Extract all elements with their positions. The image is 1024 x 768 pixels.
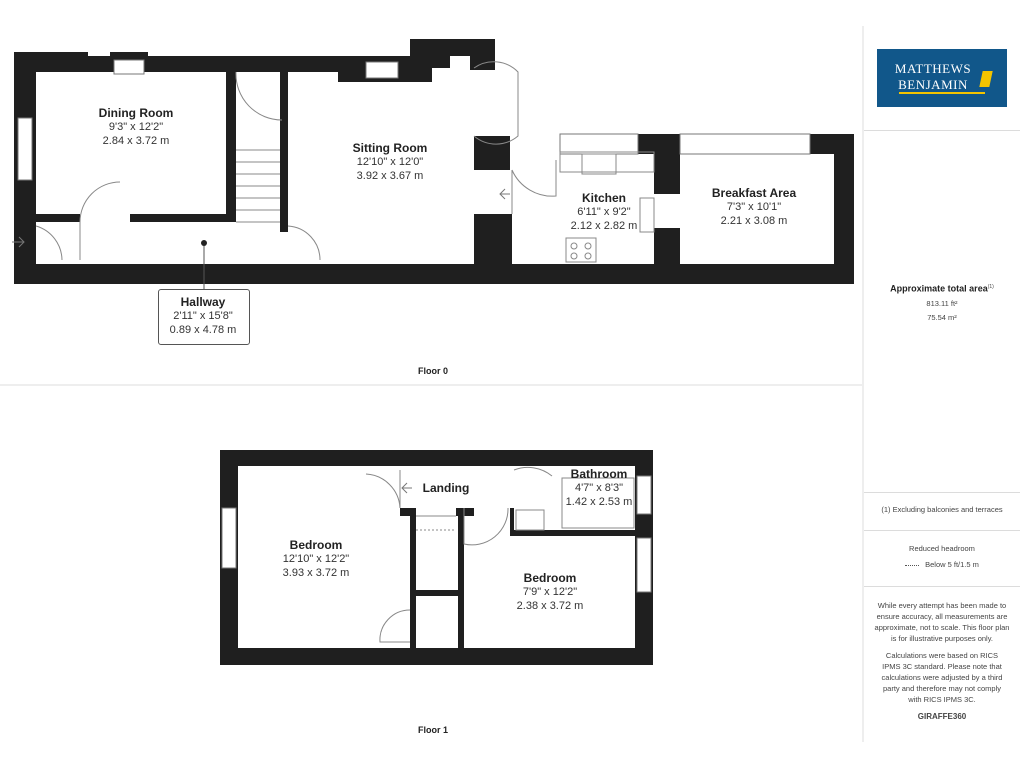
room-metric: 2.84 x 3.72 m	[102, 134, 170, 147]
first-fittings	[416, 477, 635, 531]
sidebar-divider-4	[864, 586, 1020, 587]
brand-num: 360	[952, 712, 967, 721]
logo-line1: MATTHEWS	[894, 61, 972, 76]
area-ft: 813.11 ft²	[926, 298, 958, 308]
room-imperial: 9'3" x 12'2"	[108, 121, 164, 133]
disclaimer-2: Calculations were based on RICS IPMS 3C …	[881, 651, 1003, 704]
logo-underline	[899, 92, 985, 94]
room-imperial: 6'11" x 9'2"	[577, 206, 631, 218]
company-logo: MATTHEWS BENJAMIN	[877, 49, 1007, 107]
floor-plan-drawing	[0, 26, 864, 742]
room-metric: 2.12 x 2.82 m	[570, 219, 638, 232]
room-label-sitting: Sitting Room 12'10" x 12'0" 3.92 x 3.67 …	[353, 141, 428, 184]
dotted-line-icon	[905, 564, 920, 566]
info-sidebar: MATTHEWS BENJAMIN Approximate total area…	[864, 26, 1020, 742]
room-imperial: 2'11" x 15'8"	[173, 310, 233, 322]
disclaimer-1: While every attempt has been made to ens…	[874, 601, 1010, 643]
ground-stairs	[236, 149, 280, 223]
door-arrow-icon	[499, 188, 510, 200]
giraffe-brand: GIRAFFE360	[864, 711, 1020, 722]
room-label-bedroom-2: Bedroom 7'9" x 12'2" 2.38 x 3.72 m	[517, 571, 584, 614]
room-label-hallway: Hallway 2'11" x 15'8" 0.89 x 4.78 m	[170, 295, 237, 338]
headroom-value: Below 5 ft/1.5 m	[925, 560, 979, 569]
first-doors	[365, 466, 553, 643]
room-name: Bedroom	[289, 538, 343, 552]
room-metric: 0.89 x 4.78 m	[169, 323, 237, 336]
room-metric: 1.42 x 2.53 m	[565, 495, 633, 508]
entrance-arrow-icon	[12, 236, 25, 248]
room-metric: 3.93 x 3.72 m	[282, 566, 350, 579]
first-floor-walls	[220, 450, 653, 665]
room-imperial: 4'7" x 8'3"	[574, 482, 624, 494]
room-metric: 2.38 x 3.72 m	[516, 599, 584, 612]
logo-line2: BENJAMIN	[898, 77, 968, 92]
area-m: 75.54 m²	[927, 312, 957, 322]
ground-doors	[35, 61, 557, 261]
room-name: Sitting Room	[352, 141, 428, 155]
first-windows	[221, 475, 652, 593]
floor-label-ground: Floor 0	[417, 366, 449, 376]
room-label-landing: Landing	[423, 481, 470, 496]
footnote: (1) Excluding balconies and terraces	[881, 505, 1003, 514]
ground-windows	[17, 59, 811, 181]
room-imperial: 7'3" x 10'1"	[726, 201, 782, 213]
headroom-title: Reduced headroom	[909, 544, 975, 553]
room-name: Hallway	[180, 295, 226, 309]
floor-label-first: Floor 1	[417, 725, 449, 735]
room-name: Bedroom	[523, 571, 577, 585]
room-metric: 2.21 x 3.08 m	[720, 214, 788, 227]
room-label-dining: Dining Room 9'3" x 12'2" 2.84 x 3.72 m	[99, 106, 174, 149]
room-label-bedroom-1: Bedroom 12'10" x 12'2" 3.93 x 3.72 m	[283, 538, 350, 581]
sidebar-divider-3	[864, 530, 1020, 531]
area-title: Approximate total area	[890, 283, 988, 294]
hallway-label-box	[158, 289, 250, 345]
ground-floor-walls	[14, 39, 854, 284]
logo-flag-icon	[979, 71, 993, 87]
brand-bold: GIRAFFE	[917, 712, 953, 721]
headroom-legend: Below 5 ft/1.5 m	[864, 559, 1020, 570]
room-name: Kitchen	[581, 191, 626, 205]
kitchen-fittings	[559, 151, 655, 263]
room-name: Landing	[422, 481, 470, 495]
room-label-bathroom: Bathroom 4'7" x 8'3" 1.42 x 2.53 m	[566, 467, 633, 510]
total-area: Approximate total area(1) 813.11 ft² 75.…	[864, 282, 1020, 323]
room-imperial: 12'10" x 12'0"	[356, 156, 424, 168]
sidebar-divider-2	[864, 492, 1020, 493]
hallway-pointer-dot	[201, 240, 207, 246]
room-label-kitchen: Kitchen 6'11" x 9'2" 2.12 x 2.82 m	[571, 191, 638, 234]
room-imperial: 7'9" x 12'2"	[522, 586, 578, 598]
sidebar-divider-1	[864, 130, 1020, 131]
room-name: Dining Room	[98, 106, 174, 120]
room-label-breakfast: Breakfast Area 7'3" x 10'1" 2.21 x 3.08 …	[712, 186, 796, 229]
room-name: Bathroom	[570, 467, 628, 481]
room-metric: 3.92 x 3.67 m	[356, 169, 424, 182]
stair-arrow-icon	[401, 482, 412, 494]
room-imperial: 12'10" x 12'2"	[282, 553, 350, 565]
room-name: Breakfast Area	[711, 186, 797, 200]
area-footnote-ref: (1)	[987, 284, 994, 290]
